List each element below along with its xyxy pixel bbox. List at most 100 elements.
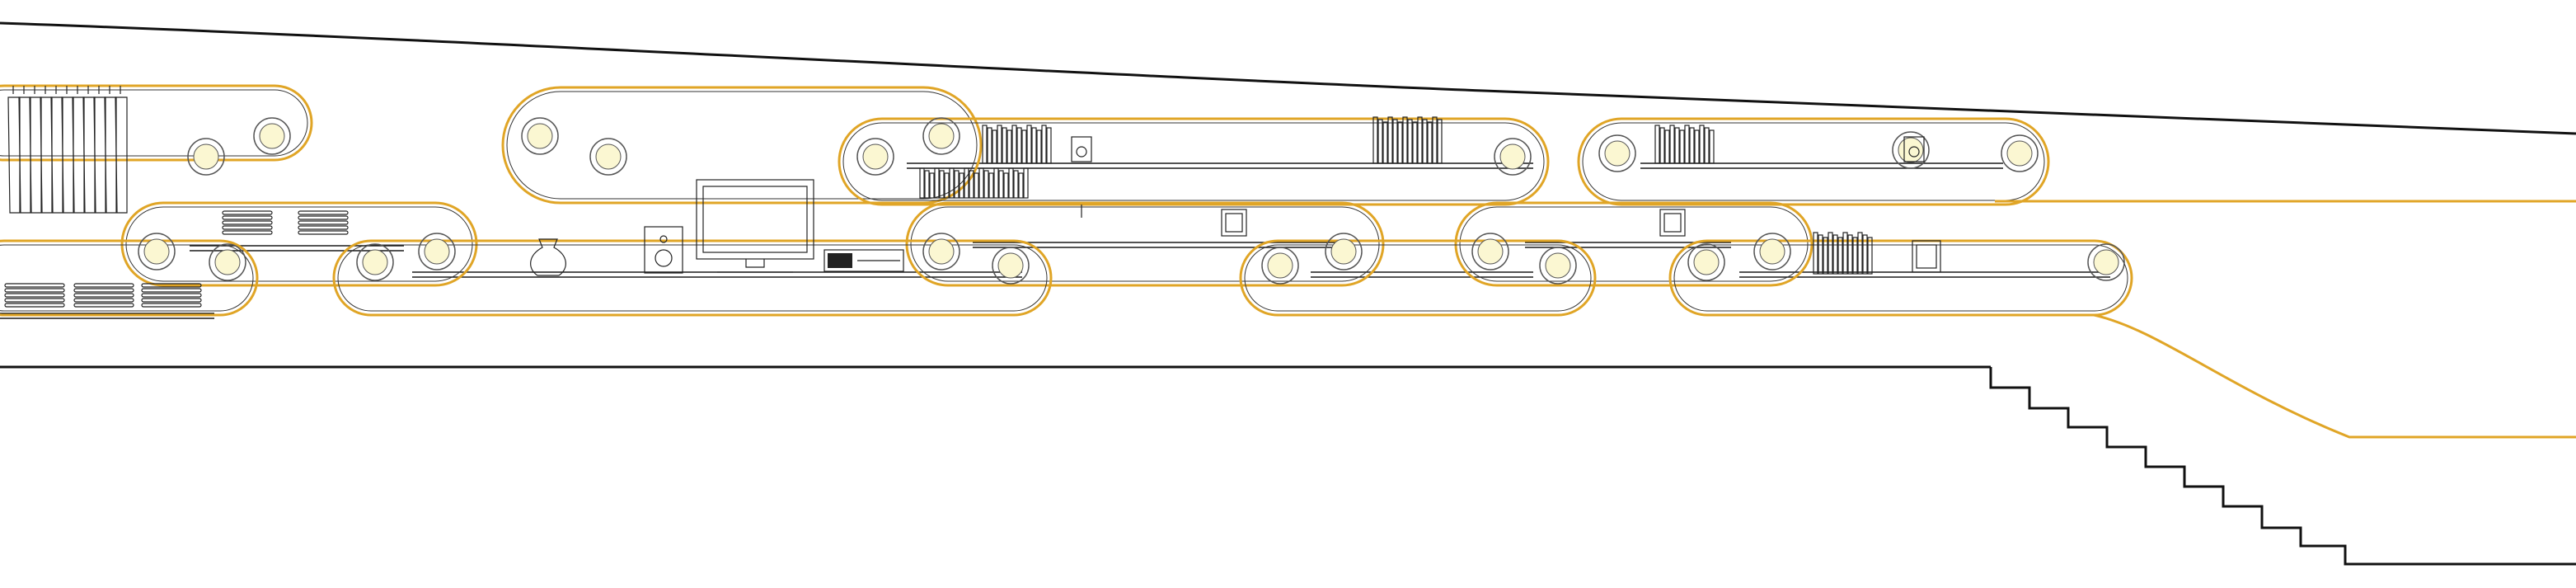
book-row xyxy=(974,172,979,199)
book-row xyxy=(1031,127,1037,164)
book-row xyxy=(1684,125,1690,164)
small-speaker xyxy=(1071,136,1092,162)
stacked-plates xyxy=(141,283,202,288)
pulley-wheel xyxy=(992,247,1030,285)
book-row xyxy=(929,172,935,199)
book-row xyxy=(1694,129,1700,164)
book-row xyxy=(997,125,1002,164)
book-row xyxy=(1046,127,1052,164)
tv-screen xyxy=(702,186,808,253)
pulley-wheel xyxy=(418,233,456,270)
small-speaker xyxy=(1903,136,1925,162)
belt-loops xyxy=(0,84,2576,439)
belt-loop-mid-center xyxy=(905,201,1385,287)
stacked-plates xyxy=(222,215,273,220)
stacked-plates xyxy=(298,220,349,225)
pulley-lamp xyxy=(193,143,219,170)
book-row xyxy=(1026,125,1032,164)
book-row xyxy=(1679,129,1685,164)
pulley-wheel xyxy=(138,233,176,270)
book-row xyxy=(1417,116,1423,164)
pulley-wheel xyxy=(1892,131,1930,169)
pulley-wheel xyxy=(1261,247,1299,285)
staircase xyxy=(1989,367,2576,566)
book-row xyxy=(1857,232,1863,275)
book-row xyxy=(1036,129,1042,164)
pulley-wheel xyxy=(856,138,894,176)
stacked-plates xyxy=(222,210,273,215)
book-row xyxy=(944,172,950,199)
stacked-plates xyxy=(141,298,202,303)
picture-frame xyxy=(1912,240,1941,273)
book-row xyxy=(1432,116,1438,164)
pulley-lamp xyxy=(997,252,1024,279)
small-speaker-cone xyxy=(1908,146,1920,158)
clothes-rack xyxy=(61,86,74,214)
picture-frame-inner xyxy=(1225,213,1243,233)
pulley-wheel xyxy=(1539,247,1577,285)
pulley-lamp xyxy=(1330,238,1357,265)
book-row xyxy=(1021,129,1027,164)
book-row xyxy=(1709,129,1715,164)
stacked-plates xyxy=(4,303,65,308)
clothes-rack xyxy=(7,86,21,214)
picture-frame-inner xyxy=(1916,244,1937,269)
belt-loop-bottom-center xyxy=(1239,239,1597,317)
belt-inner-edge xyxy=(842,122,1545,201)
vase xyxy=(530,238,566,276)
belt-loop-top-right xyxy=(1577,117,2050,206)
pulley-lamp xyxy=(214,249,241,275)
pulley-wheel xyxy=(1687,243,1725,281)
book-row xyxy=(964,167,969,199)
belt-loop-mid-right xyxy=(1454,201,1814,287)
building-outline xyxy=(0,21,2576,566)
book-row xyxy=(1862,234,1868,275)
book-row xyxy=(978,167,984,199)
book-row xyxy=(1008,167,1014,199)
pulley-lamp xyxy=(362,249,388,275)
tv-stand xyxy=(717,259,793,273)
pulley-lamp xyxy=(1499,143,1526,170)
book-row xyxy=(969,170,974,199)
book-row xyxy=(1382,121,1388,164)
book-row xyxy=(959,172,964,199)
belt-inner-edge xyxy=(1673,244,2128,312)
stored-objects xyxy=(4,86,1941,308)
pulley-lamp xyxy=(1545,252,1571,279)
book-row xyxy=(1828,232,1833,275)
book-row xyxy=(1847,234,1853,275)
book-row xyxy=(983,170,989,199)
book-row xyxy=(1823,237,1828,275)
book-row xyxy=(1659,127,1665,164)
belt-run-right-descend xyxy=(2093,313,2576,439)
book-row xyxy=(1852,237,1858,275)
stacked-plates xyxy=(298,210,349,215)
book-row xyxy=(1437,119,1443,164)
small-speaker-cone xyxy=(1076,146,1087,158)
pulley-lamp xyxy=(928,238,955,265)
belt-loop-mid-left xyxy=(120,201,478,287)
belt-loop-top-left xyxy=(0,84,313,162)
pulley-lamp xyxy=(1267,252,1293,279)
clothes-rack xyxy=(104,86,117,214)
book-row xyxy=(1837,237,1843,275)
stacked-plates xyxy=(4,298,65,303)
tv-monitor xyxy=(696,179,814,260)
book-row xyxy=(1377,119,1383,164)
book-row xyxy=(1818,234,1823,275)
pulley-lamp xyxy=(424,238,450,265)
pulley-wheel xyxy=(589,138,627,176)
belt-inner-edge xyxy=(0,244,254,312)
book-row xyxy=(919,167,925,199)
book-row xyxy=(1016,127,1022,164)
book-row xyxy=(998,170,1004,199)
stacked-plates xyxy=(73,303,134,308)
pulley-wheels xyxy=(138,117,2125,285)
pulley-wheel xyxy=(1753,233,1791,270)
stacked-plates xyxy=(222,225,273,230)
belt-inner-edge xyxy=(1244,244,1592,312)
book-row xyxy=(1832,234,1838,275)
stacked-plates xyxy=(222,220,273,225)
stacked-plates xyxy=(73,293,134,298)
pulley-wheel xyxy=(922,233,960,270)
